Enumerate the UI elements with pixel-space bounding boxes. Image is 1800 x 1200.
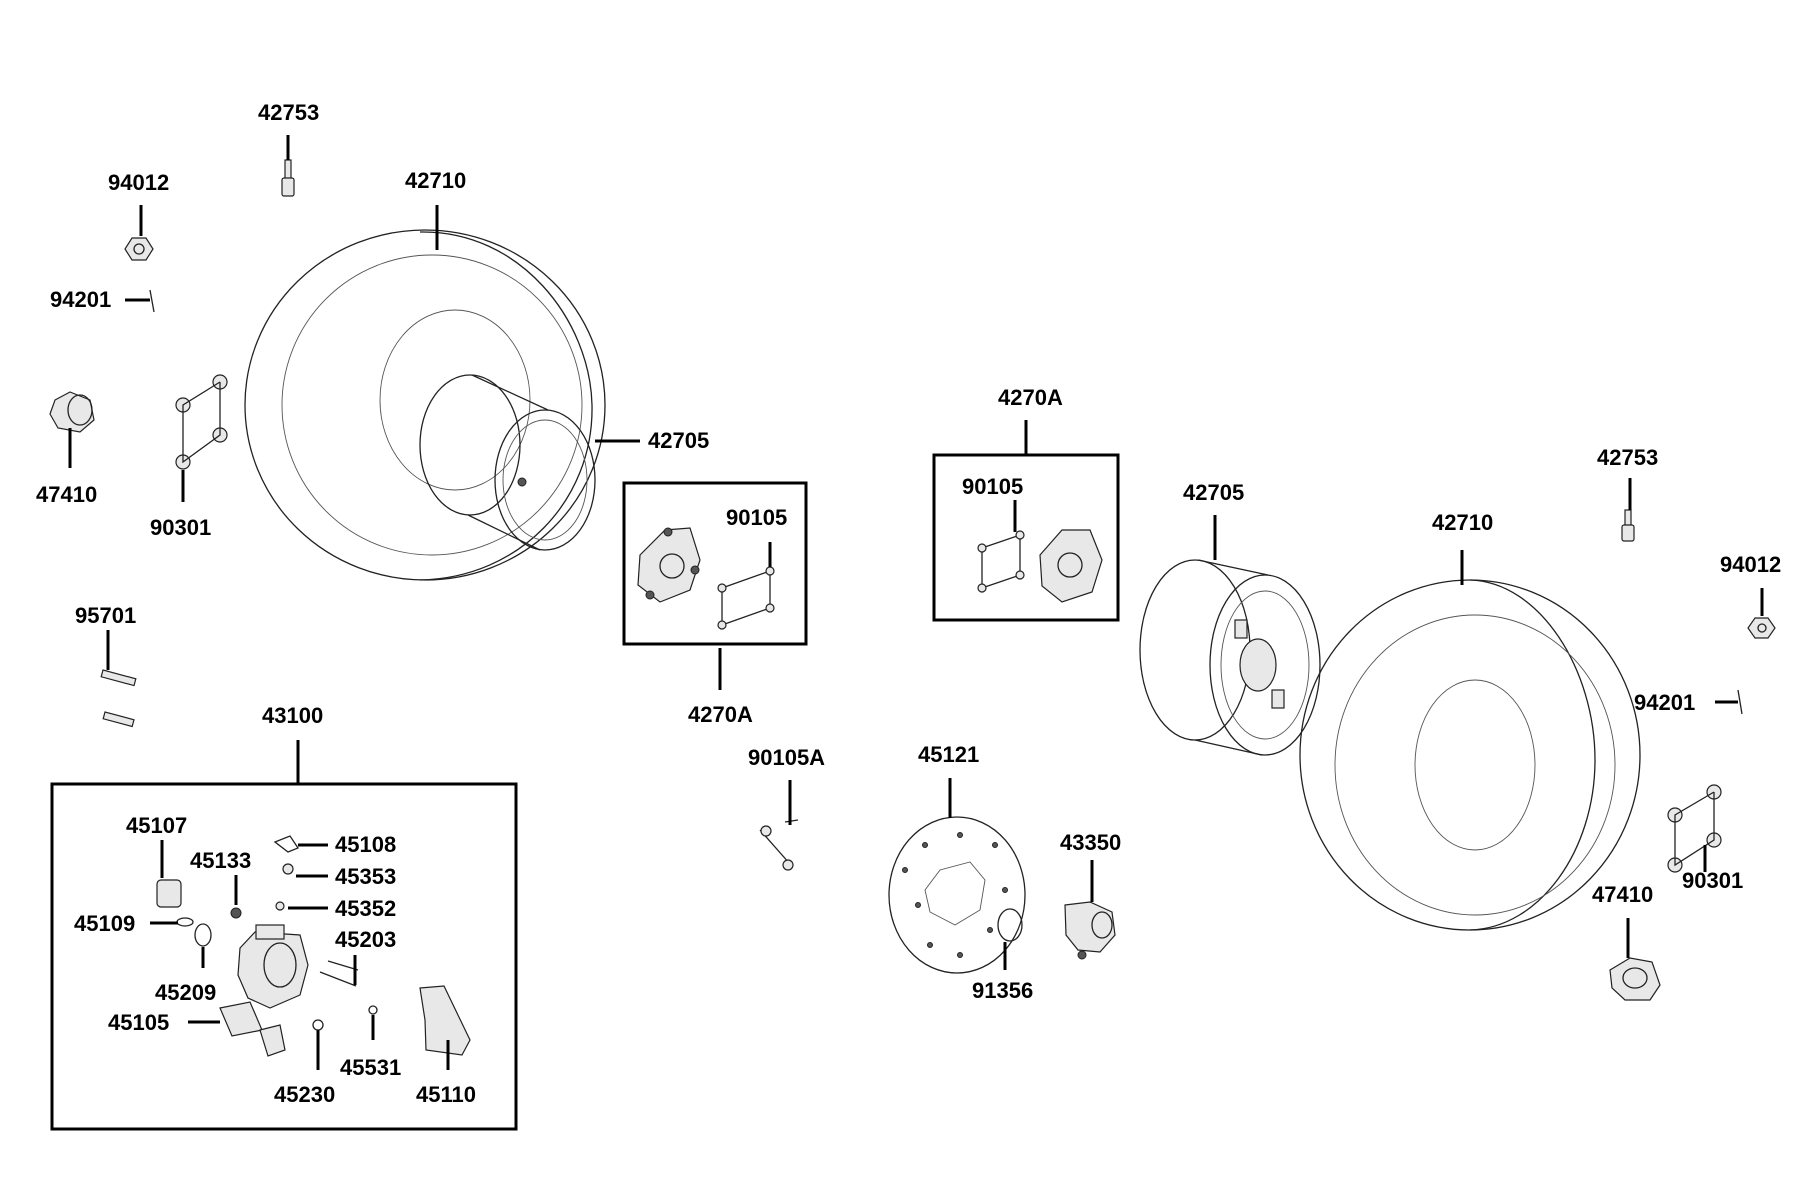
label-42710-left: 42710 bbox=[405, 168, 466, 193]
label-47410-left: 47410 bbox=[36, 482, 97, 507]
right-valve-42753 bbox=[1621, 509, 1635, 542]
label-45203: 45203 bbox=[335, 927, 396, 952]
circlip-91356 bbox=[997, 908, 1023, 942]
caliper-body bbox=[237, 924, 309, 1009]
label-90105-box1: 90105 bbox=[726, 505, 787, 530]
label-45531: 45531 bbox=[340, 1055, 401, 1080]
label-45105: 45105 bbox=[108, 1010, 169, 1035]
left-tire-42710 bbox=[244, 229, 606, 581]
stud-90105A bbox=[759, 819, 799, 871]
right-rim-42705 bbox=[1139, 559, 1321, 756]
left-cap-47410 bbox=[49, 391, 95, 433]
label-45107: 45107 bbox=[126, 813, 187, 838]
label-45230: 45230 bbox=[274, 1082, 335, 1107]
left-nut-94012 bbox=[124, 237, 154, 261]
left-nuts-90301 bbox=[175, 374, 228, 470]
leader-lines bbox=[68, 135, 1764, 1070]
part-labels: 42753 94012 42710 94201 42705 47410 9030… bbox=[36, 100, 1781, 1107]
brake-disc-45121 bbox=[888, 816, 1026, 974]
bolts-95701 bbox=[100, 669, 137, 728]
hub-box-1 bbox=[622, 481, 808, 646]
label-95701: 95701 bbox=[75, 603, 136, 628]
label-4270A-box1: 4270A bbox=[688, 702, 753, 727]
hub-43350 bbox=[1064, 901, 1116, 960]
label-94201-left: 94201 bbox=[50, 287, 111, 312]
right-nuts-90301 bbox=[1667, 784, 1722, 873]
label-94012-left: 94012 bbox=[108, 170, 169, 195]
right-cap-47410 bbox=[1609, 957, 1661, 1001]
label-43350: 43350 bbox=[1060, 830, 1121, 855]
label-42705-right: 42705 bbox=[1183, 480, 1244, 505]
left-pin-94201 bbox=[149, 289, 155, 313]
right-tire-42710 bbox=[1299, 579, 1641, 931]
right-pin-94201 bbox=[1737, 689, 1743, 715]
label-4270A-box2: 4270A bbox=[998, 385, 1063, 410]
label-45110: 45110 bbox=[416, 1082, 476, 1107]
label-94201-right: 94201 bbox=[1634, 690, 1695, 715]
label-90301-right: 90301 bbox=[1682, 868, 1743, 893]
caliper-box bbox=[50, 782, 518, 1131]
left-valve-42753 bbox=[281, 159, 295, 197]
label-91356: 91356 bbox=[972, 978, 1033, 1003]
label-47410-right: 47410 bbox=[1592, 882, 1653, 907]
label-94012-right: 94012 bbox=[1720, 552, 1781, 577]
label-45121: 45121 bbox=[918, 742, 979, 767]
hub-box-2 bbox=[932, 453, 1120, 622]
label-42710-right: 42710 bbox=[1432, 510, 1493, 535]
label-42753-right: 42753 bbox=[1597, 445, 1658, 470]
label-45209: 45209 bbox=[155, 980, 216, 1005]
label-45352: 45352 bbox=[335, 896, 396, 921]
label-90301-left: 90301 bbox=[150, 515, 211, 540]
label-42753-left: 42753 bbox=[258, 100, 319, 125]
label-45133: 45133 bbox=[190, 848, 251, 873]
right-nut-94012 bbox=[1747, 617, 1776, 639]
label-43100: 43100 bbox=[262, 703, 323, 728]
label-42705-left: 42705 bbox=[648, 428, 709, 453]
label-90105-box2: 90105 bbox=[962, 474, 1023, 499]
label-45108: 45108 bbox=[335, 832, 396, 857]
label-45109: 45109 bbox=[74, 911, 135, 936]
label-90105A: 90105A bbox=[748, 745, 825, 770]
left-rim-42705 bbox=[419, 374, 596, 551]
label-45353: 45353 bbox=[335, 864, 396, 889]
